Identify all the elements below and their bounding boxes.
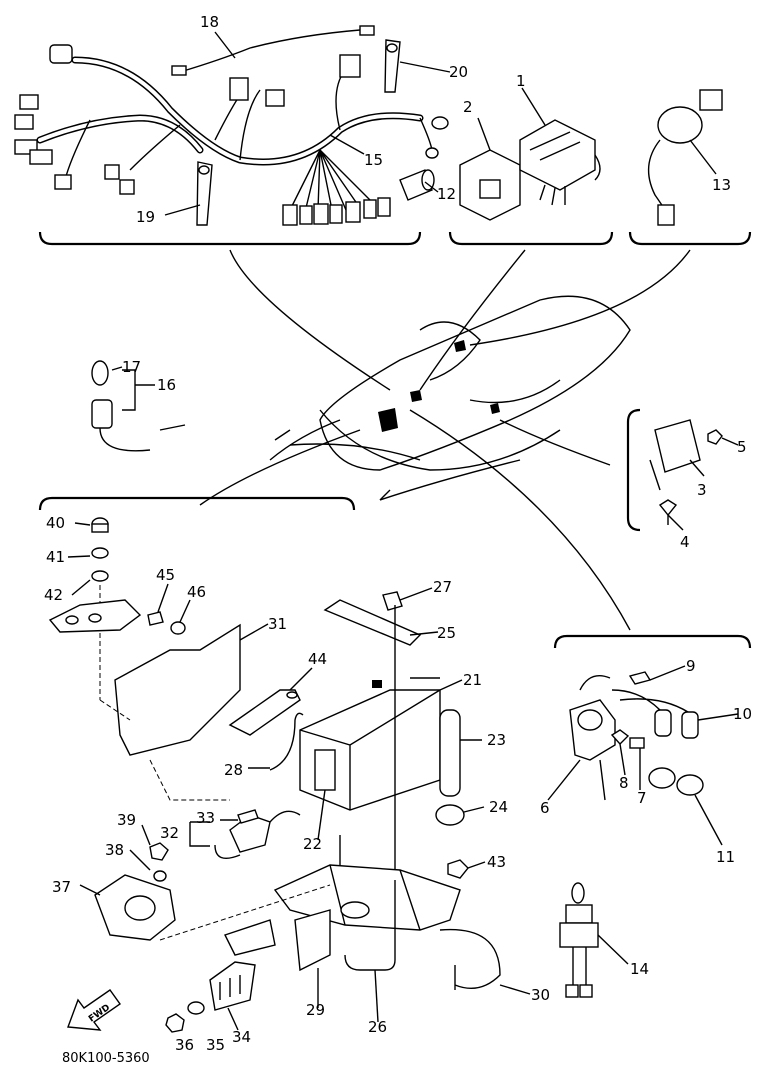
wire-harness-group bbox=[14, 25, 752, 246]
callout-11: 11 bbox=[716, 848, 735, 866]
ignition-group bbox=[553, 634, 752, 998]
callout-8: 8 bbox=[619, 774, 629, 792]
leader-lines bbox=[67, 31, 739, 1031]
fwd-arrow-icon: FWD bbox=[67, 989, 121, 1031]
bracket-battery bbox=[38, 496, 356, 511]
callout-5: 5 bbox=[737, 438, 747, 456]
cap bbox=[399, 169, 435, 201]
relay-unit bbox=[519, 119, 601, 206]
callout-13: 13 bbox=[712, 176, 731, 194]
callout-26: 26 bbox=[368, 1018, 387, 1036]
callout-38: 38 bbox=[105, 841, 124, 859]
callout-45: 45 bbox=[156, 566, 175, 584]
callout-14: 14 bbox=[630, 960, 649, 978]
callout-40: 40 bbox=[46, 514, 65, 532]
bracket-main-switch bbox=[628, 231, 752, 246]
callout-28: 28 bbox=[224, 761, 243, 779]
callout-20: 20 bbox=[449, 63, 468, 81]
callout-21: 21 bbox=[463, 671, 482, 689]
wire-harness bbox=[14, 44, 449, 226]
callout-10: 10 bbox=[733, 705, 752, 723]
callout-34: 34 bbox=[232, 1028, 251, 1046]
callout-33: 33 bbox=[196, 809, 215, 827]
bracket-side bbox=[626, 408, 641, 532]
callout-32: 32 bbox=[160, 824, 179, 842]
cable-band-2 bbox=[384, 39, 401, 93]
callout-39: 39 bbox=[117, 811, 136, 829]
callout-2: 2 bbox=[463, 98, 473, 116]
callout-numbers: 1 2 3 4 5 6 7 8 9 10 11 12 13 14 15 16 1… bbox=[44, 13, 752, 1054]
callout-42: 42 bbox=[44, 586, 63, 604]
callout-36: 36 bbox=[175, 1036, 194, 1054]
callout-46: 46 bbox=[187, 583, 206, 601]
bracket-harness bbox=[38, 231, 422, 246]
bracket-ignition bbox=[553, 634, 752, 649]
relay bbox=[459, 149, 521, 221]
frame-assembly bbox=[199, 249, 691, 631]
callout-31: 31 bbox=[268, 615, 287, 633]
callout-37: 37 bbox=[52, 878, 71, 896]
callout-1: 1 bbox=[516, 72, 526, 90]
bracket-relays bbox=[448, 231, 614, 246]
callout-17: 17 bbox=[122, 358, 141, 376]
callout-43: 43 bbox=[487, 853, 506, 871]
callout-35: 35 bbox=[206, 1036, 225, 1054]
bulb-socket bbox=[91, 360, 186, 452]
callout-4: 4 bbox=[680, 533, 690, 551]
main-switch bbox=[647, 89, 723, 226]
callout-9: 9 bbox=[686, 657, 696, 675]
callout-30: 30 bbox=[531, 986, 550, 1004]
drawing-code: 80K100-5360 bbox=[62, 1051, 150, 1066]
cable-band bbox=[196, 161, 213, 226]
side-bracket-group bbox=[626, 408, 723, 532]
callout-44: 44 bbox=[308, 650, 327, 668]
callout-25: 25 bbox=[437, 624, 456, 642]
callout-27: 27 bbox=[433, 578, 452, 596]
callout-19: 19 bbox=[136, 208, 155, 226]
callout-16: 16 bbox=[157, 376, 176, 394]
callout-15: 15 bbox=[364, 151, 383, 169]
callout-23: 23 bbox=[487, 731, 506, 749]
callout-6: 6 bbox=[540, 799, 550, 817]
callout-24: 24 bbox=[489, 798, 508, 816]
callout-7: 7 bbox=[637, 789, 647, 807]
callout-41: 41 bbox=[46, 548, 65, 566]
callout-12: 12 bbox=[437, 185, 456, 203]
callout-18: 18 bbox=[200, 13, 219, 31]
battery-group bbox=[38, 496, 501, 1033]
callout-3: 3 bbox=[697, 481, 707, 499]
lead-wire bbox=[171, 25, 375, 76]
callout-22: 22 bbox=[303, 835, 322, 853]
callout-29: 29 bbox=[306, 1001, 325, 1019]
